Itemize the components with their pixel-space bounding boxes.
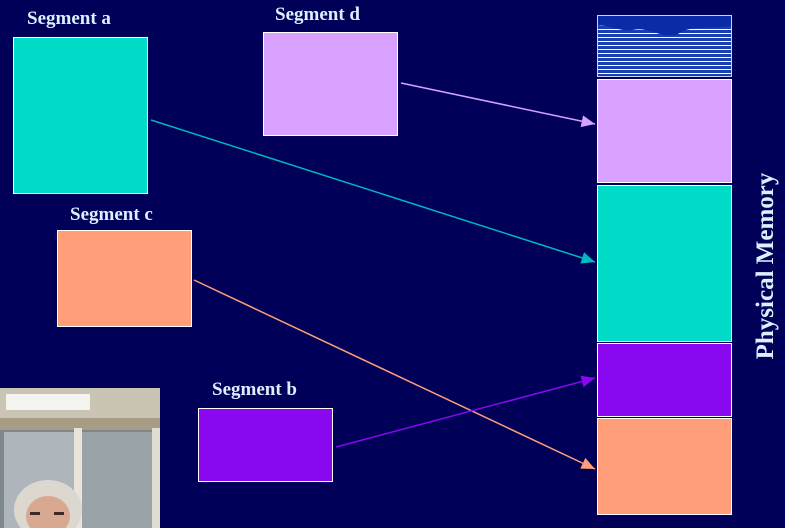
presenter-video-image <box>0 388 160 528</box>
physical-memory-block-b <box>597 343 732 417</box>
segment-d-box <box>263 32 398 136</box>
segment-b-label: Segment b <box>212 379 297 400</box>
physical-memory-block-d <box>597 79 732 183</box>
physical-memory-block-c <box>597 418 732 515</box>
segment-c-box <box>57 230 192 327</box>
free-block-top-shape <box>598 16 731 36</box>
presenter-video-thumbnail <box>0 388 160 528</box>
segment-a-box <box>13 37 148 194</box>
physical-memory-block-a <box>597 185 732 342</box>
physical-memory-free-block <box>597 15 732 77</box>
arrow-segment-d-to-memory <box>400 82 596 128</box>
segment-b-box <box>198 408 333 482</box>
segment-c-label: Segment c <box>70 204 153 225</box>
arrow-segment-a-to-memory <box>150 119 596 264</box>
arrow-segment-b-to-memory <box>335 375 596 448</box>
segment-d-label: Segment d <box>275 4 360 25</box>
arrow-segment-c-to-memory <box>193 279 596 470</box>
segment-a-label: Segment a <box>27 8 111 29</box>
